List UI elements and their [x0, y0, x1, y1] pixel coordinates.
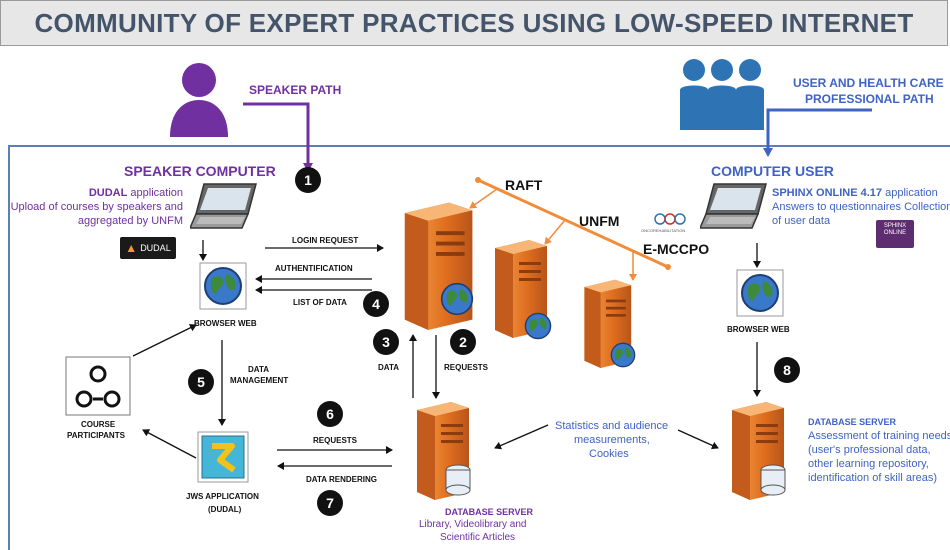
unfm-label: UNFM [579, 213, 620, 229]
dudal-logo: ▲DUDAL [120, 237, 176, 259]
speaker-computer-title: SPEAKER COMPUTER [124, 163, 276, 179]
data-management-label-line1: DATA [248, 365, 270, 374]
dudal-app-suffix: application [127, 187, 183, 199]
computer-user-title: COMPUTER USER [711, 163, 834, 179]
user-laptop-icon [700, 183, 767, 229]
flame-icon: ▲ [125, 241, 138, 255]
database-server-left-icon [417, 402, 471, 500]
dudal-desc-line1: Upload of courses by speakers and [10, 201, 183, 213]
db-right-title: DATABASE SERVER [808, 417, 897, 427]
step-badge-5: 5 [188, 369, 214, 395]
database-server-right-icon [732, 402, 786, 500]
step-badge-2: 2 [450, 329, 476, 355]
speaker-path-label: SPEAKER PATH [249, 83, 342, 97]
user-path-label-line2: PROFESSIONAL PATH [805, 92, 934, 106]
user-path-label-line1: USER AND HEALTH CARE [793, 76, 944, 90]
sphinx-desc-line1: Answers to questionnaires Collection [772, 201, 950, 213]
course-participants-icon [65, 356, 131, 416]
unfm-server-icon [495, 240, 552, 340]
data-rendering-label: DATA RENDERING [306, 475, 377, 484]
login-request-label: LOGIN REQUEST [292, 236, 359, 245]
speaker-laptop-icon [190, 183, 257, 229]
sphinx-logo-line1: SPHINX [883, 223, 907, 229]
jws-application-label: JWS APPLICATION [186, 492, 259, 501]
emccpo-label: E-MCCPO [643, 241, 710, 257]
flow-arrows [132, 240, 761, 470]
oncorehabilitation-logo-text: ONCOREHABILITATION [641, 228, 686, 233]
step-badge-8: 8 [774, 357, 800, 383]
db-left-title: DATABASE SERVER [445, 507, 534, 517]
emccpo-server-icon [584, 279, 636, 368]
course-participants-label-line1: COURSE [81, 420, 116, 429]
dudal-application-line: DUDAL application [89, 187, 183, 199]
list-of-data-label: LIST OF DATA [293, 298, 347, 307]
section-divider [8, 145, 950, 147]
left-border-line [8, 145, 10, 550]
db-left-desc-line2: Scientific Articles [440, 532, 516, 543]
sphinx-app-name: SPHINX ONLINE 4.17 [772, 187, 883, 199]
step-badge-1: 1 [295, 167, 321, 193]
browser-web-right-icon [736, 269, 784, 317]
authentification-label: AUTHENTIFICATION [275, 264, 353, 273]
requests-label-bottom: REQUESTS [313, 436, 358, 445]
browser-web-right-label: BROWSER WEB [727, 325, 790, 334]
stats-line3: Cookies [589, 448, 629, 460]
jws-dudal-label: (DUDAL) [208, 505, 242, 514]
raft-connection-lines [469, 177, 671, 281]
speaker-path-arrow [243, 102, 313, 172]
step-badge-7: 7 [317, 490, 343, 516]
db-left-desc-line1: Library, Videolibrary and [419, 519, 527, 530]
user-group-icon [680, 59, 764, 130]
db-right-desc-line4: identification of skill areas) [808, 472, 938, 484]
db-right-desc-line1: Assessment of training needs [808, 430, 950, 442]
title-bar: COMMUNITY OF EXPERT PRACTICES USING LOW-… [0, 0, 948, 46]
db-right-desc-line3: other learning repository, [808, 458, 929, 470]
sphinx-app-suffix: application [882, 187, 938, 199]
dudal-app-name: DUDAL [88, 187, 128, 199]
page-title: COMMUNITY OF EXPERT PRACTICES USING LOW-… [34, 7, 914, 38]
browser-web-left-label: BROWSER WEB [194, 319, 257, 328]
data-label: DATA [378, 363, 400, 372]
user-path-arrow [763, 108, 872, 157]
raft-label: RAFT [505, 177, 543, 193]
data-management-label-line2: MANAGEMENT [230, 376, 289, 385]
stats-line2: measurements, [574, 434, 650, 446]
dudal-desc-line2: aggregated by UNFM [77, 215, 183, 227]
db-right-desc-line2: (user's professional data, [808, 444, 931, 456]
stats-line1: Statistics and audience [555, 420, 669, 432]
course-participants-label-line2: PARTICIPANTS [67, 431, 125, 440]
step-badge-3: 3 [373, 329, 399, 355]
sphinx-application-line: SPHINX ONLINE 4.17 application [772, 187, 938, 199]
sphinx-desc-line2: of user data [772, 215, 831, 227]
sphinx-logo-line2: ONLINE [883, 230, 907, 236]
speaker-person-icon [170, 63, 228, 137]
step-badge-6: 6 [317, 401, 343, 427]
dudal-logo-text: DUDAL [140, 243, 171, 253]
requests-label-right: REQUESTS [444, 363, 489, 372]
raft-server-icon [404, 202, 474, 330]
browser-web-left-icon [199, 262, 247, 310]
jws-application-icon [197, 431, 249, 483]
oncorehabilitation-logo [654, 213, 686, 225]
step-badge-4: 4 [363, 291, 389, 317]
